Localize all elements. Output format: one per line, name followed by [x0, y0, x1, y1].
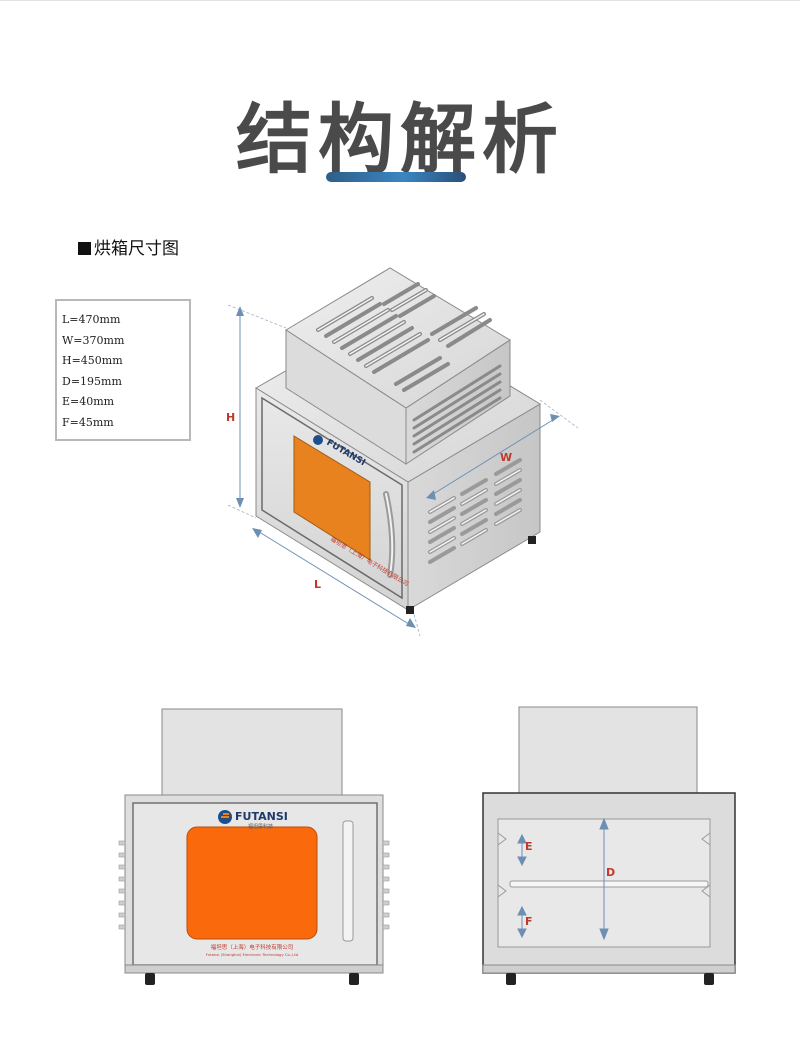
dimension-list-box: L=470mm W=370mm H=450mm D=195mm E=40mm F… — [55, 299, 191, 441]
brand-name-front: FUTANSI — [235, 810, 288, 823]
brand-sub-front: 福坦思科技 — [248, 823, 273, 830]
label-gap-top: E — [525, 840, 533, 853]
dimension-arrows — [239, 312, 557, 627]
label-gap-bottom: F — [525, 915, 533, 928]
dimension-item: L=470mm — [62, 313, 121, 326]
dimension-item: D=195mm — [62, 374, 122, 388]
dimension-item: E=40mm — [62, 395, 115, 408]
company-en-front: Futansi (Shanghai) Electronic Technology… — [206, 952, 299, 957]
page-title: 结构解析 — [236, 95, 564, 184]
futansi-logo-icon — [218, 810, 232, 824]
futansi-logo-icon — [313, 435, 323, 445]
oven-isometric-diagram: FUTANSI 福坦思（上海）电子科技有限公司 — [226, 267, 579, 637]
section-heading-text: 烘箱尺寸图 — [94, 239, 179, 259]
oven-interior-view: D E F — [482, 706, 736, 985]
section-heading: 烘箱尺寸图 — [78, 234, 179, 259]
company-name-front: 福坦思（上海）电子科技有限公司 — [211, 943, 294, 951]
dimension-item: H=450mm — [62, 354, 123, 367]
oven-front-view: FUTANSI 福坦思科技 福坦思（上海）电子科技有限公司 Futansi (S… — [118, 708, 390, 985]
top-divider — [0, 0, 800, 1]
label-depth: D — [606, 866, 615, 879]
square-bullet-icon — [78, 242, 91, 255]
dimension-item: W=370mm — [62, 333, 125, 347]
dimension-item: F=45mm — [62, 415, 114, 429]
label-width: W — [500, 451, 512, 464]
title-underline — [326, 172, 466, 182]
label-length: L — [314, 578, 321, 591]
label-height: H — [226, 411, 235, 424]
